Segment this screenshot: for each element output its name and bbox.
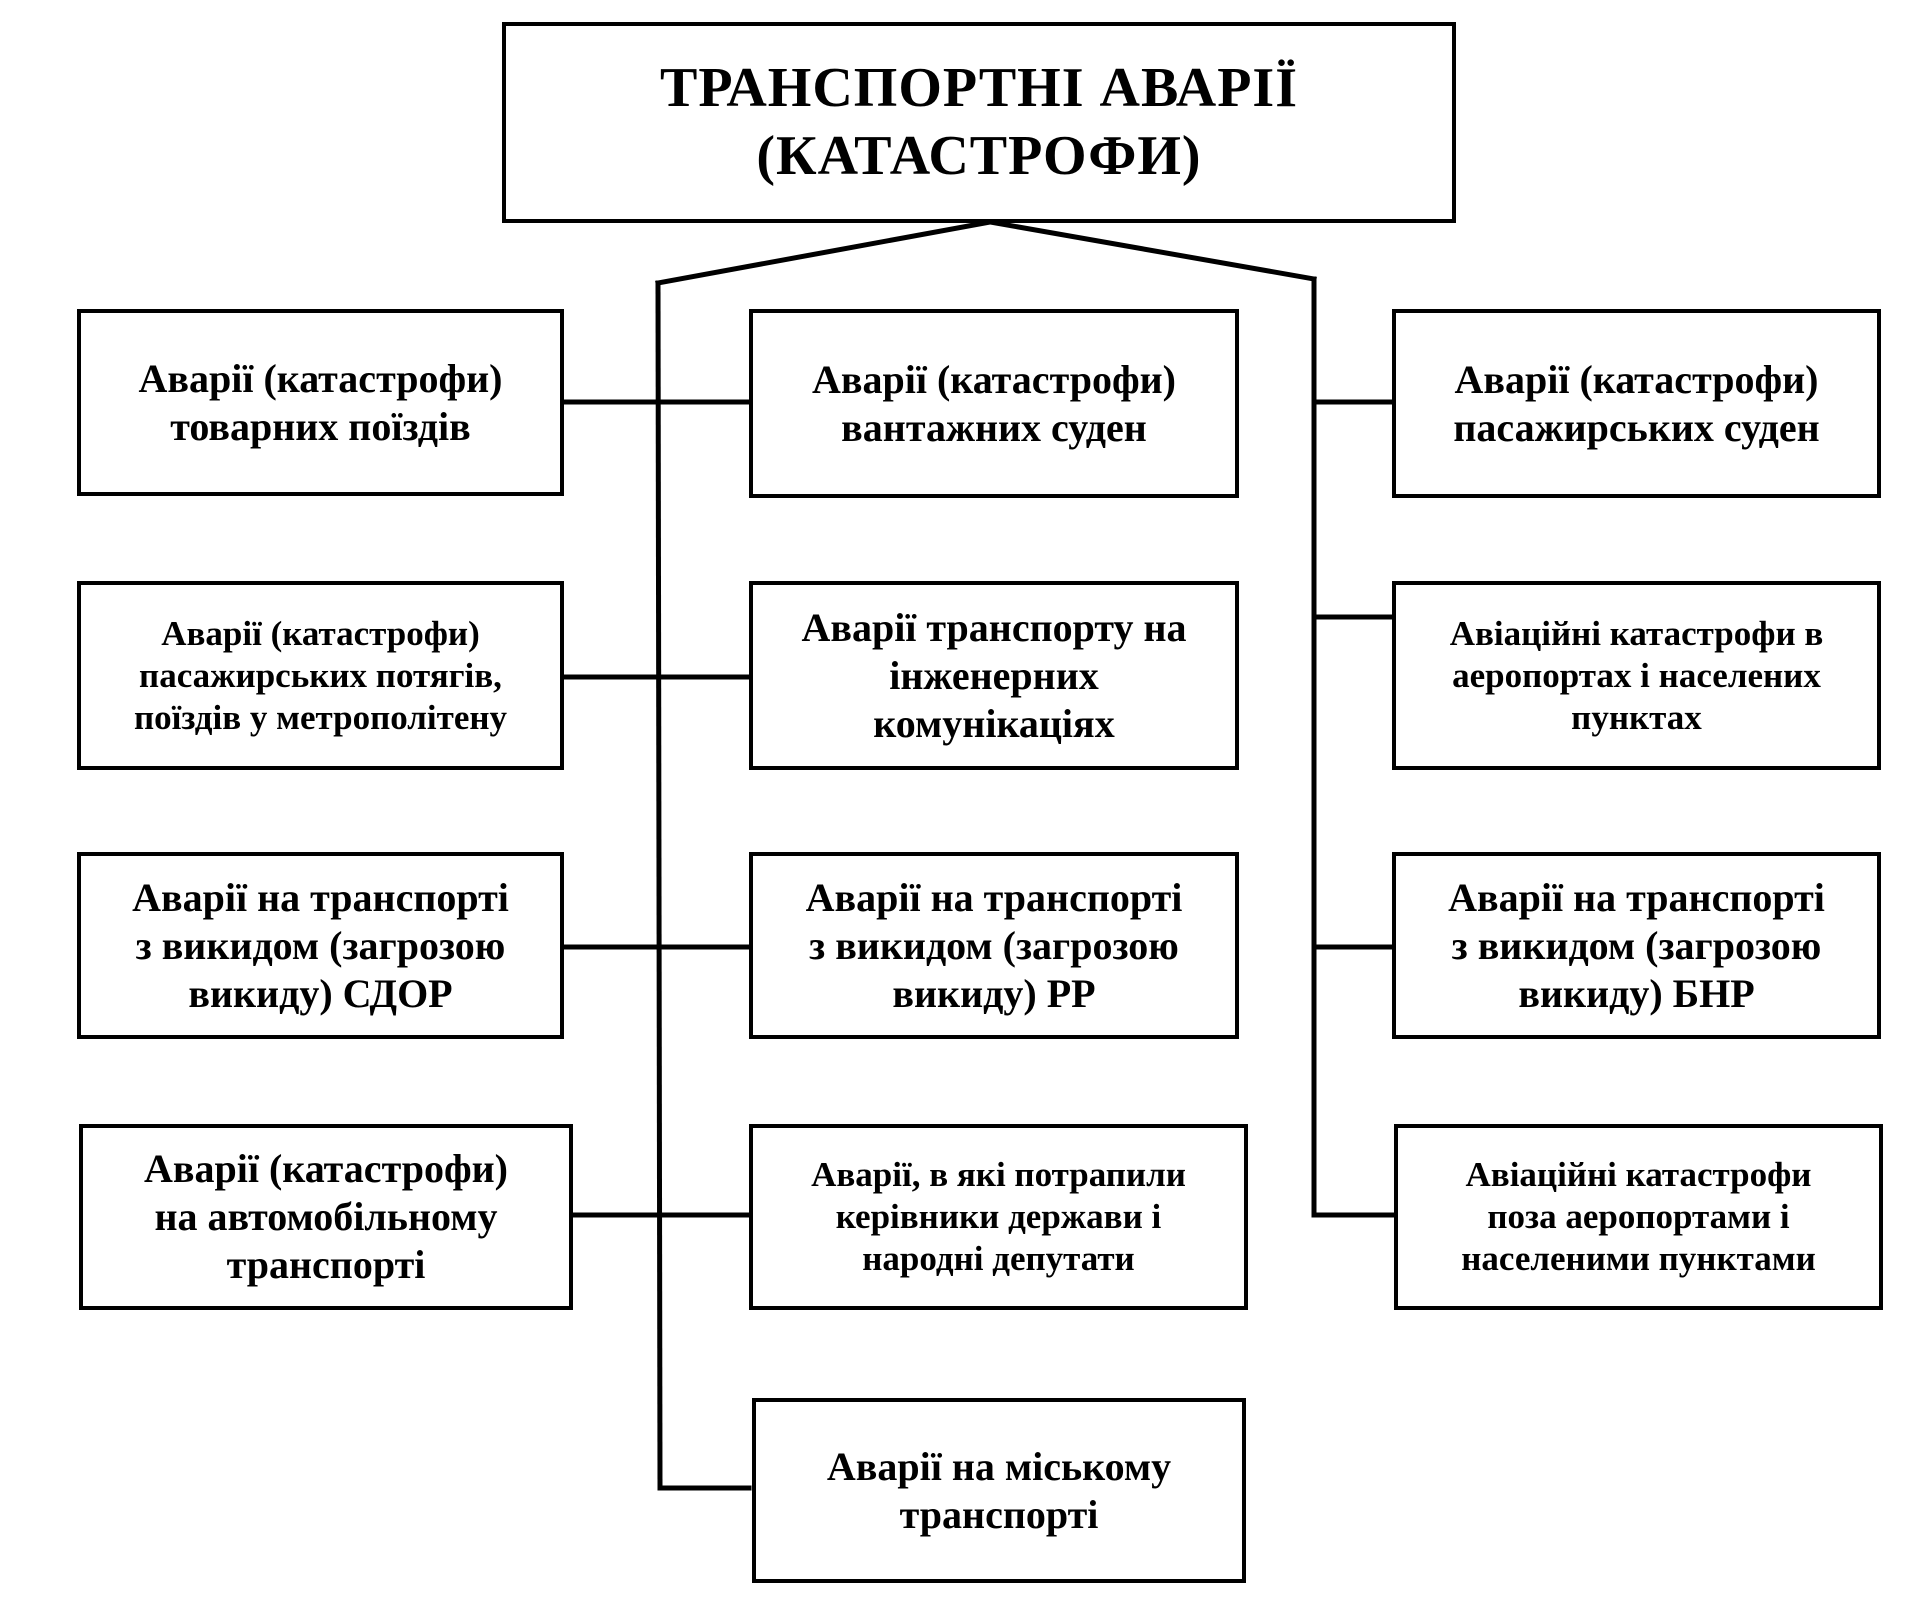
box-line: транспорті [899, 1491, 1099, 1537]
box-transport-sdor: Аварії на транспорті з викидом (загрозою… [77, 852, 564, 1039]
box-line: пасажирських потягів, [139, 655, 502, 695]
box-freight-trains: Аварії (катастрофи) товарних поїздів [77, 309, 564, 496]
box-passenger-ships: Аварії (катастрофи) пасажирських суден [1392, 309, 1881, 498]
box-transport-bnr: Аварії на транспорті з викидом (загрозою… [1392, 852, 1881, 1039]
box-line: Аварії (катастрофи) [143, 1146, 508, 1191]
box-line: Аварії (катастрофи) [811, 356, 1176, 402]
box-line: Аварії транспорту на [801, 604, 1187, 650]
box-cargo-ships: Аварії (катастрофи) вантажних суден [749, 309, 1239, 498]
box-line: інженерних [889, 652, 1099, 698]
box-line: Авіаційні катастрофи в [1449, 613, 1824, 653]
box-line: народні депутати [862, 1239, 1135, 1278]
box-line: населеними пунктами [1461, 1239, 1816, 1278]
box-line: Аварії на транспорті [132, 874, 509, 920]
box-line: пасажирських суден [1453, 404, 1820, 450]
box-line: Аварії на транспорті [1448, 874, 1825, 920]
box-line: товарних поїздів [170, 403, 471, 449]
box-line: поїздів у метрополітену [133, 697, 508, 737]
box-line: Аварії (катастрофи) [138, 355, 503, 401]
box-engineering-communications: Аварії транспорту на інженерних комуніка… [749, 581, 1239, 770]
box-line: транспорті [226, 1242, 426, 1287]
title-line-2: (КАТАСТРОФИ) [756, 124, 1202, 187]
box-city-transport: Аварії на міському транспорті [752, 1398, 1246, 1583]
box-line: на автомобільному [154, 1194, 498, 1239]
box-line: керівники держави і [835, 1197, 1162, 1236]
title-box: ТРАНСПОРТНІ АВАРІЇ (КАТАСТРОФИ) [502, 22, 1456, 223]
box-line: з викидом (загрозою [135, 922, 506, 968]
box-road-transport: Аварії (катастрофи) на автомобільному тр… [79, 1124, 573, 1310]
box-passenger-trains: Аварії (катастрофи) пасажирських потягів… [77, 581, 564, 770]
title-line-1: ТРАНСПОРТНІ АВАРІЇ [659, 57, 1299, 120]
connector-title-left [655, 219, 993, 286]
box-transport-rr: Аварії на транспорті з викидом (загрозою… [749, 852, 1239, 1039]
box-line: пунктах [1571, 697, 1702, 737]
box-line: з викидом (загрозою [809, 922, 1179, 968]
box-aviation-outside: Авіаційні катастрофи поза аеропортами і … [1394, 1124, 1883, 1310]
box-line: Авіаційні катастрофи [1465, 1155, 1812, 1194]
box-line: аеропортах і населених [1452, 655, 1821, 695]
box-line: Аварії на міському [826, 1443, 1172, 1489]
connector-left-trunk [655, 280, 663, 1491]
box-line: з викидом (загрозою [1451, 922, 1822, 968]
box-line: Аварії (катастрофи) [161, 613, 480, 653]
box-line: поза аеропортами і [1487, 1197, 1790, 1236]
box-line: Аварії (катастрофи) [1454, 356, 1819, 402]
box-aviation-airports: Авіаційні катастрофи в аеропортах і насе… [1392, 581, 1881, 770]
box-line: викиду) РР [892, 970, 1096, 1016]
box-line: Аварії на транспорті [805, 874, 1183, 920]
box-state-leaders: Аварії, в які потрапили керівники держав… [749, 1124, 1248, 1310]
box-line: викиду) БНР [1518, 970, 1755, 1016]
box-line: комунікаціях [873, 700, 1115, 746]
connector-title-right [987, 219, 1317, 282]
box-line: викиду) СДОР [188, 970, 453, 1016]
box-line: вантажних суден [841, 404, 1147, 450]
box-line: Аварії, в які потрапили [811, 1155, 1186, 1194]
